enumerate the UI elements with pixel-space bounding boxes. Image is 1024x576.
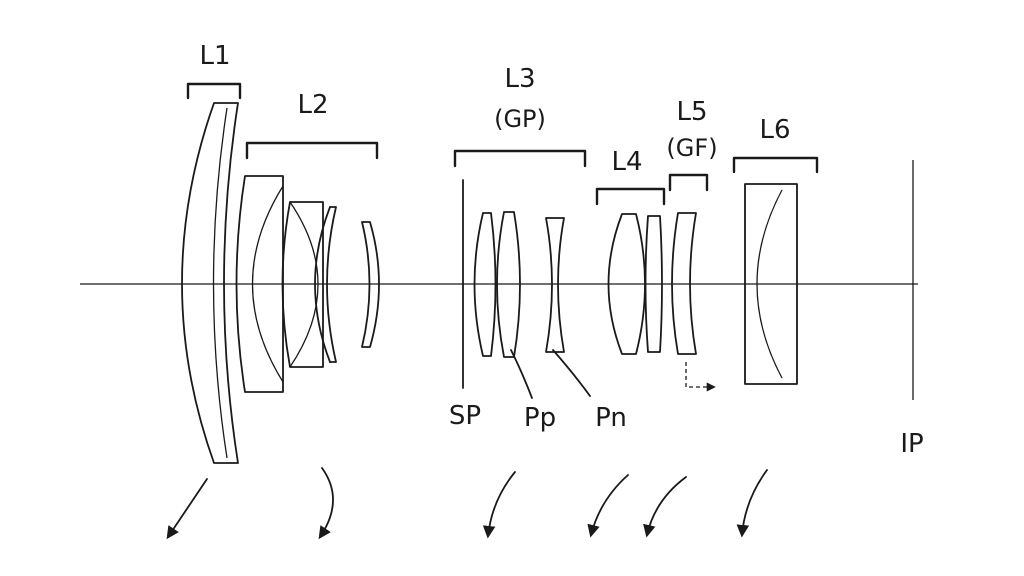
label-l2: L2	[297, 90, 328, 120]
label-pp: Pp	[524, 403, 556, 433]
label-l4: L4	[611, 147, 642, 177]
bracket-l1	[186, 82, 242, 100]
label-sp: SP	[449, 401, 481, 431]
lens-group-l6	[744, 183, 798, 385]
bracket-l4	[595, 187, 666, 206]
label-ip: IP	[900, 429, 923, 459]
label-l1: L1	[199, 41, 230, 71]
label-l3: L3	[504, 64, 535, 94]
movement-arrow-l1	[166, 478, 208, 540]
movement-arrow-l6	[736, 469, 768, 538]
label-l5-sub: (GF)	[666, 134, 717, 162]
bracket-l2	[245, 141, 379, 160]
lens-group-l1	[181, 102, 239, 464]
label-pn: Pn	[595, 403, 627, 433]
label-l3-sub: (GP)	[494, 105, 546, 133]
focus-move-arrow	[685, 362, 716, 392]
bracket-l6	[732, 156, 819, 174]
bracket-l3	[453, 149, 587, 168]
bracket-l5	[668, 173, 709, 192]
label-l6: L6	[759, 115, 790, 145]
lens-group-l2	[235, 175, 380, 393]
movement-arrow-l2	[318, 467, 334, 540]
movement-arrow-l4	[587, 474, 629, 538]
label-l5: L5	[676, 97, 707, 127]
movement-arrow-l5	[643, 476, 687, 538]
leader-pp	[510, 349, 533, 399]
leader-pn	[552, 349, 591, 397]
lens-group-l4	[607, 213, 663, 355]
lens-group-l5	[671, 212, 697, 355]
movement-arrow-l3	[482, 471, 516, 539]
